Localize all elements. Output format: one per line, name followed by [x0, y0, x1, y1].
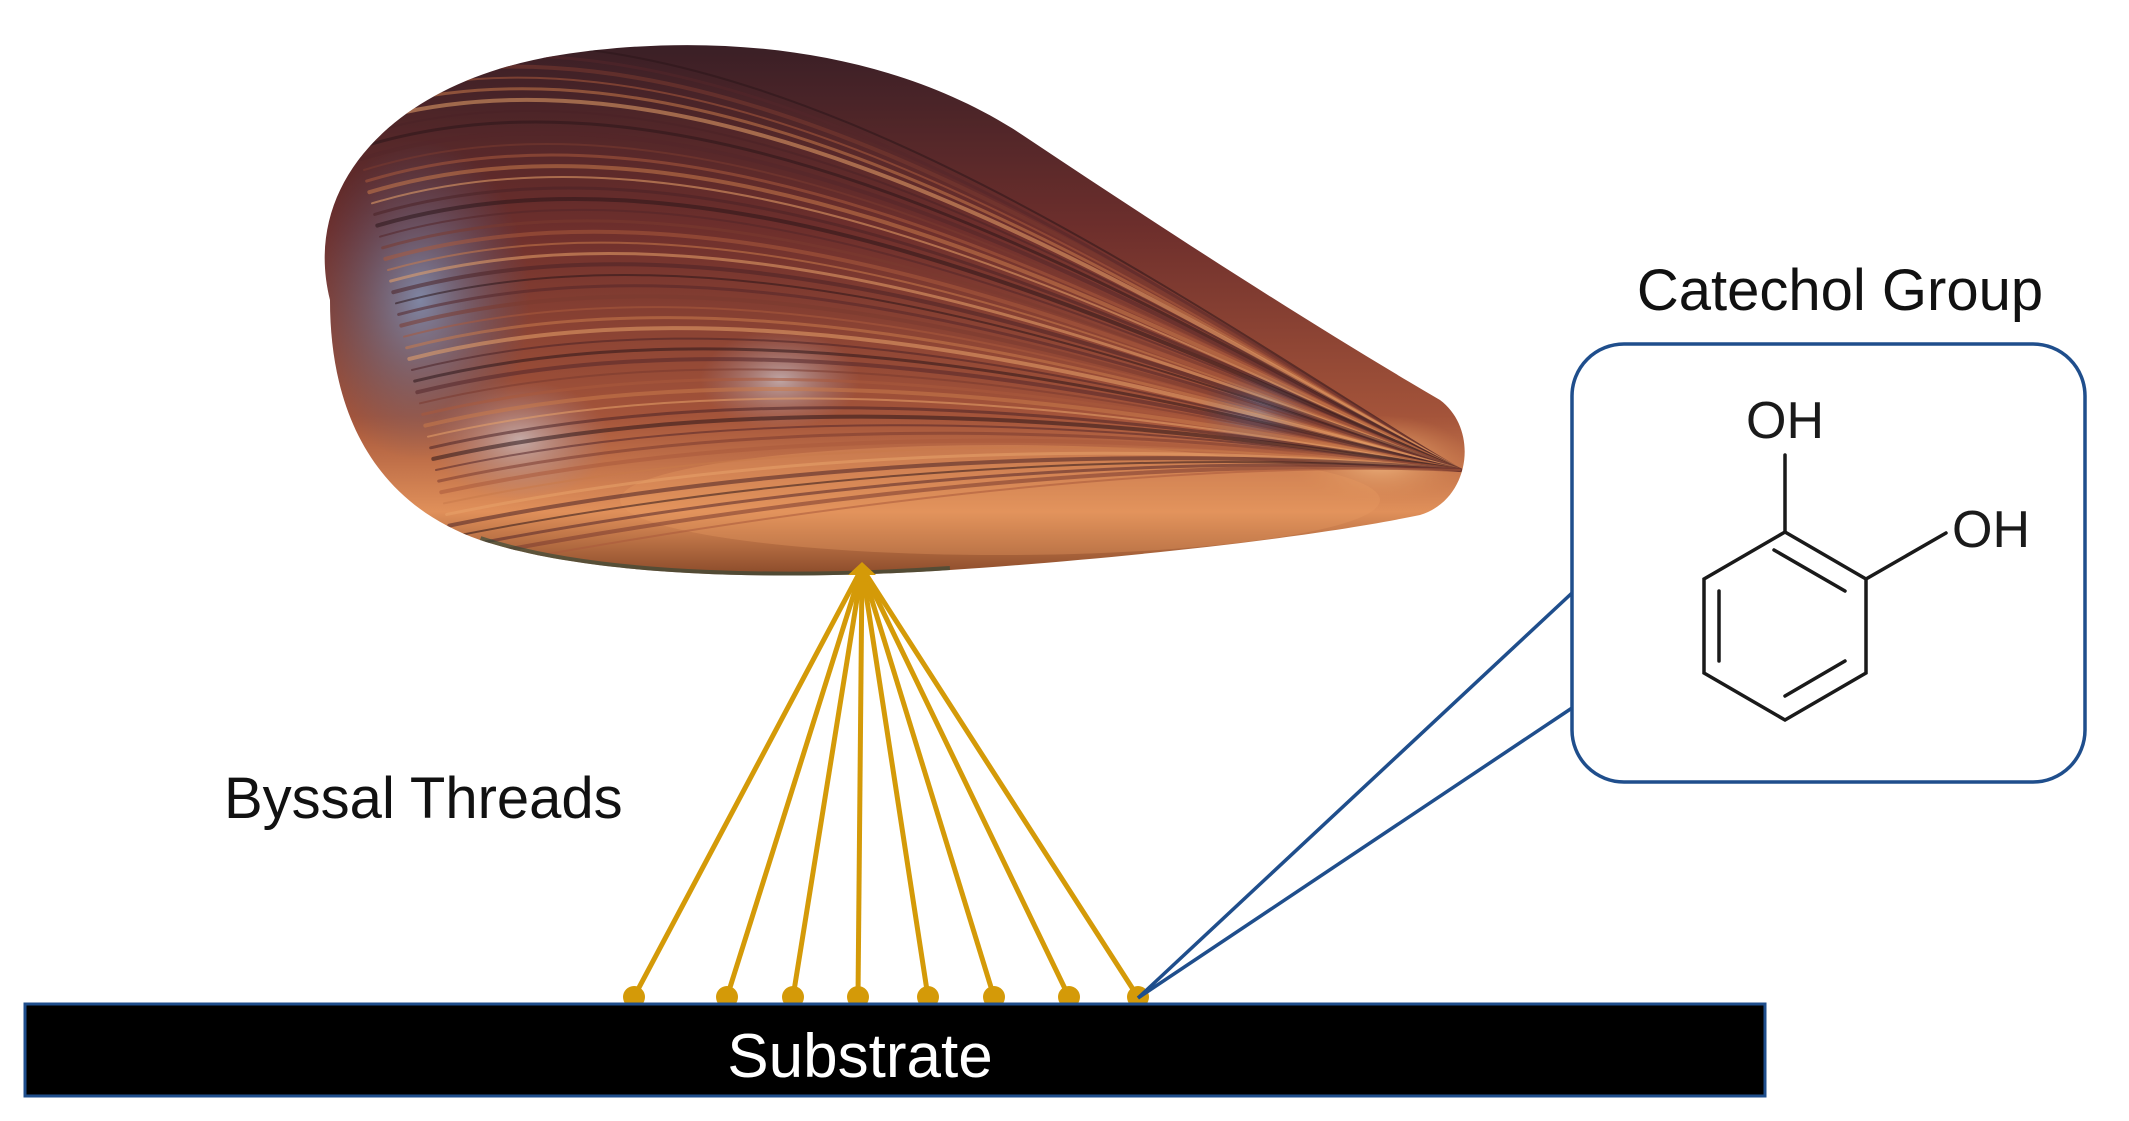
shell-growth-line [363, 143, 1461, 471]
shell-growth-line [351, 97, 1462, 472]
shell-growth-line [371, 176, 1461, 471]
shell-growth-line [443, 446, 1461, 505]
byssal-thread [724, 567, 865, 998]
shell-growth-line [367, 164, 1462, 472]
shell-growth-line [455, 465, 1462, 561]
shell-growth-line [431, 414, 1462, 472]
shell-growth-line [347, 76, 1461, 471]
callout-lines [1136, 591, 1574, 1000]
shell-growth-line [405, 316, 1462, 472]
shell-growth-line [379, 209, 1461, 471]
shell-growth-line [355, 109, 1461, 471]
shell-growth-line [423, 386, 1462, 472]
shell-growth-line [339, 45, 1461, 471]
byssal-thread [859, 566, 1072, 999]
shell-growth-line [411, 337, 1461, 471]
shell-growth-line [387, 241, 1461, 471]
byssal-thread [855, 567, 865, 998]
byssal-thread [859, 567, 997, 998]
shell-growth-line [419, 368, 1461, 471]
shell-growth-line [407, 326, 1462, 472]
substrate-bar: Substrate [23, 1002, 1767, 1098]
mussel-shell-illustration [324, 45, 1465, 576]
shell-growth-line [451, 461, 1461, 538]
byssal-thread [859, 567, 931, 998]
byssal-thread [859, 566, 1141, 999]
catechol-group-title: Catechol Group [1637, 258, 2043, 323]
thread-attachment-point [848, 562, 876, 575]
shell-growth-line [447, 456, 1462, 528]
shell-growth-line [435, 424, 1461, 471]
shell-growth-line [427, 397, 1461, 471]
catechol-structure [1702, 453, 1948, 723]
catechol-callout-box [1570, 342, 2087, 784]
shell-growth-line [395, 274, 1461, 471]
shell-growth-line [359, 130, 1462, 472]
byssal-threads [623, 562, 1149, 1008]
byssal-threads-label: Byssal Threads [224, 766, 623, 831]
byssal-thread [631, 566, 865, 999]
shell-growth-line [415, 357, 1462, 472]
shell-growth-line [375, 197, 1462, 472]
shell-growth-line [391, 262, 1462, 472]
shell-growth-line [403, 306, 1461, 471]
substrate-label: Substrate [727, 1022, 992, 1091]
shell-growth-line [397, 284, 1462, 472]
shell-growth-line [399, 294, 1462, 472]
oh-label-right: OH [1952, 501, 2030, 559]
shell-growth-line [459, 467, 1461, 571]
shell-growth-line [343, 64, 1462, 472]
shell-growth-line [383, 229, 1462, 472]
oh-label-top: OH [1746, 392, 1824, 450]
byssal-thread [790, 567, 865, 998]
shell-growth-line [439, 438, 1462, 495]
